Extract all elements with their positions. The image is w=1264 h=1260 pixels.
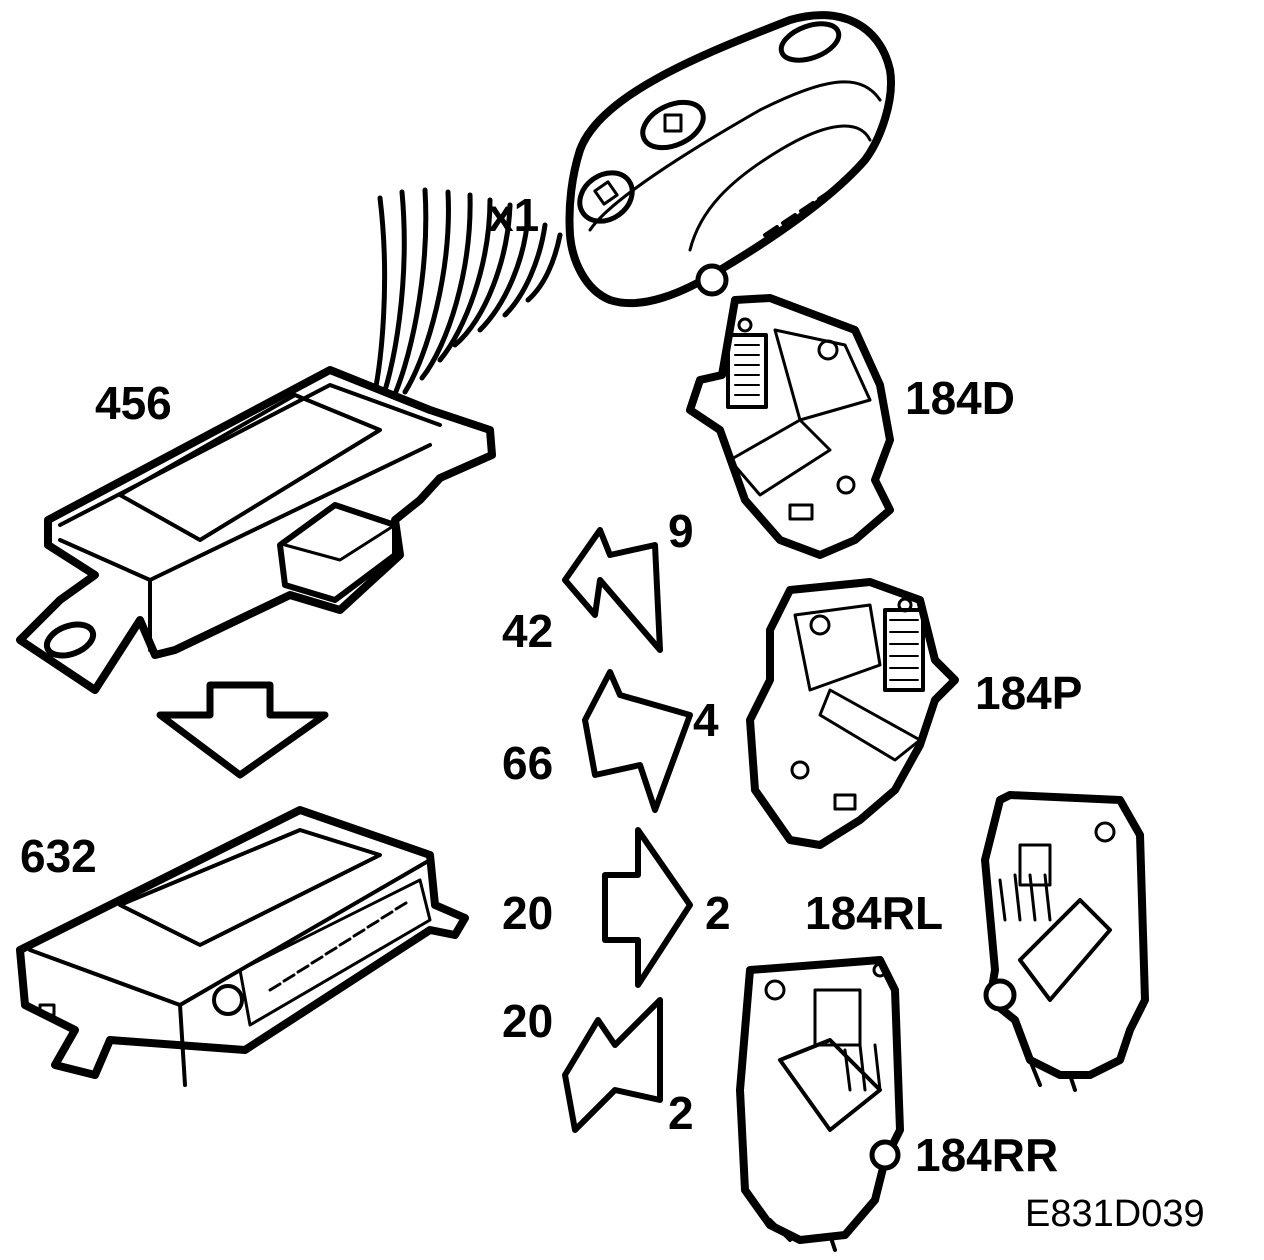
module-456-drawing — [20, 370, 492, 690]
remote-key-fob — [569, 15, 890, 303]
label-lock-184rl: 184RL — [805, 887, 944, 939]
arrow-42-to-9 — [565, 530, 660, 650]
label-pin-2-upper: 2 — [705, 887, 731, 939]
label-module-632: 632 — [20, 830, 97, 882]
lock-184rr-drawing — [740, 960, 900, 1250]
arrow-20-to-2-upper — [605, 830, 690, 985]
label-pin-4: 4 — [693, 694, 719, 746]
lock-184p-drawing — [750, 582, 955, 845]
module-632-drawing — [20, 810, 465, 1085]
label-pin-9: 9 — [668, 505, 694, 557]
label-lock-184rr: 184RR — [915, 1129, 1059, 1181]
label-lock-184p: 184P — [975, 667, 1083, 719]
label-lock-184d: 184D — [905, 372, 1015, 424]
label-remote-x1: x1 — [488, 189, 540, 241]
label-pin-2-lower: 2 — [668, 1087, 694, 1139]
label-module-456: 456 — [95, 377, 172, 429]
lock-184rl-drawing — [985, 795, 1145, 1090]
down-arrow-icon — [160, 685, 325, 775]
arrow-20-to-2-lower — [565, 1000, 660, 1130]
figure-code: E831D039 — [1025, 1193, 1205, 1235]
label-wires-20-lower: 20 — [502, 995, 554, 1047]
label-wires-66: 66 — [502, 737, 554, 789]
label-wires-20-upper: 20 — [502, 887, 554, 939]
label-wires-42: 42 — [502, 605, 554, 657]
lock-184d-drawing — [690, 298, 890, 555]
arrow-66-to-4 — [585, 672, 690, 810]
